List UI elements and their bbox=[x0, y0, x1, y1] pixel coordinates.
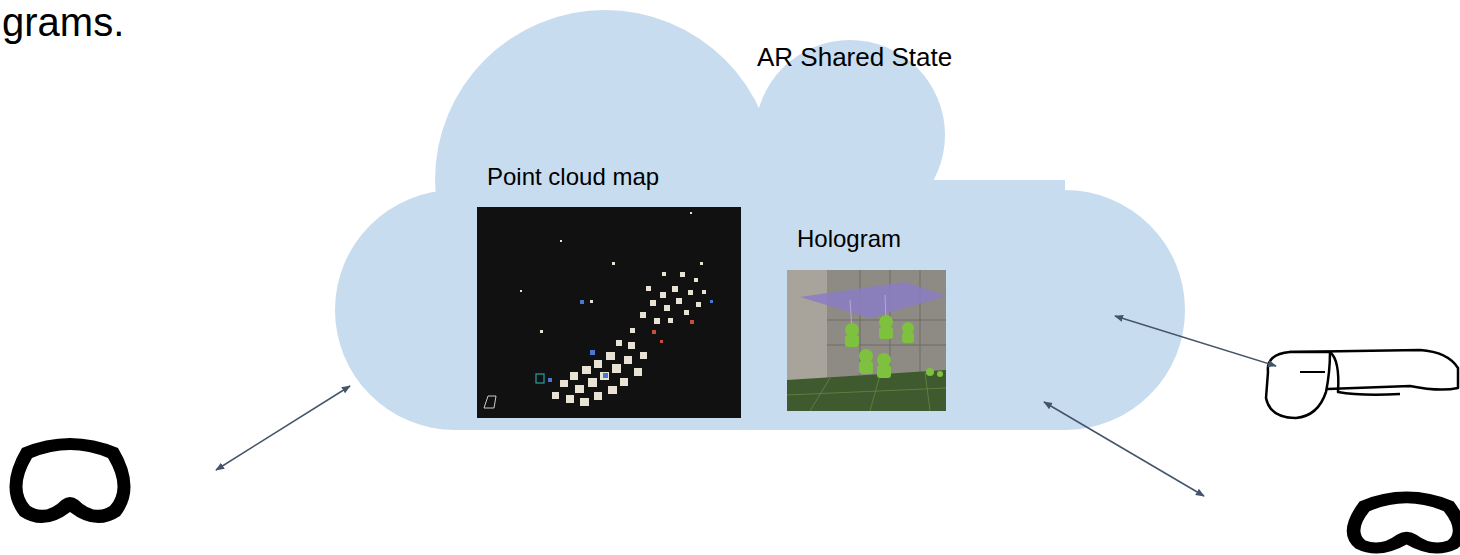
panel-label: Point cloud map bbox=[487, 163, 659, 191]
point-cloud-image bbox=[477, 207, 741, 418]
image-panel: Hologram bbox=[787, 225, 947, 411]
cloud-shape bbox=[335, 10, 1185, 430]
hololens-headset bbox=[1266, 350, 1458, 418]
panel-label: Hologram bbox=[797, 225, 901, 253]
goggles-headset bbox=[1347, 492, 1460, 554]
heading-fragment: grams. bbox=[2, 0, 124, 45]
image-panel: Point cloud map bbox=[477, 163, 741, 418]
hologram-image bbox=[787, 270, 946, 411]
goggles-headset bbox=[9, 438, 130, 523]
sync-arrow bbox=[216, 316, 1276, 496]
region-title: AR Shared State bbox=[757, 42, 952, 73]
cloud-region: AR Shared StatePoint cloud mapHologram bbox=[335, 0, 1190, 440]
